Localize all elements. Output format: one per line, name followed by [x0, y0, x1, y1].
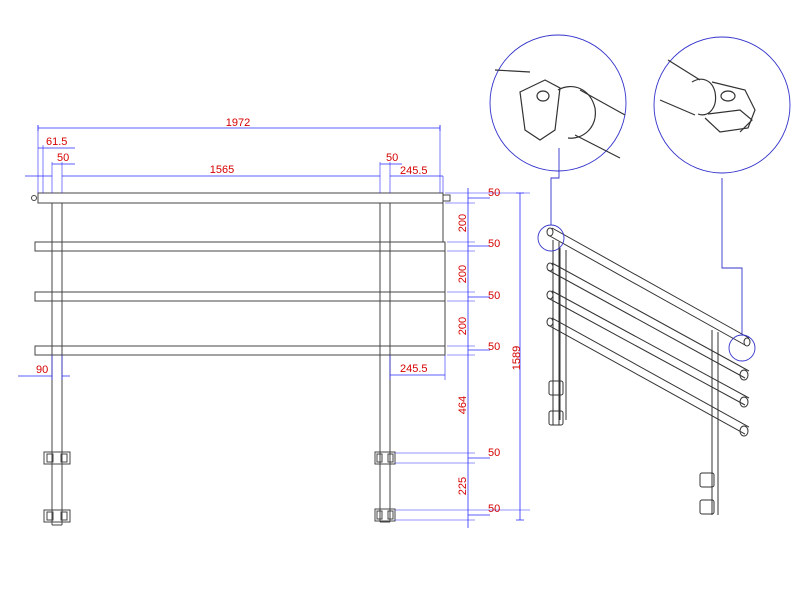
dim-clamp-gap: 225: [457, 477, 469, 495]
dim-right-overhang: 245.5: [400, 165, 428, 177]
dim-left-offset: 61.5: [46, 136, 67, 148]
iso-right-post: [711, 330, 719, 515]
middle-rail: [34, 241, 446, 252]
bottom-rail: [34, 345, 446, 356]
iso-clamps: [548, 380, 715, 515]
top-rail: [31, 192, 451, 204]
panel-opening: [61, 250, 381, 293]
isometric-view: [537, 224, 756, 515]
dim-left-post: 50: [57, 152, 69, 164]
dim-right-post: 50: [386, 152, 398, 164]
panel-opening: [61, 300, 381, 347]
detail-view-right: [653, 36, 791, 174]
panel-opening: [389, 250, 446, 293]
dim-post-lower: 464: [457, 396, 469, 414]
dim-rail-2: 50: [488, 238, 500, 250]
detail-view-left: [489, 34, 627, 172]
dimension-lines: [18, 125, 530, 528]
iso-rails: [546, 227, 751, 437]
dim-overall-height: 1589: [511, 346, 523, 370]
dim-rail-1: 50: [488, 187, 500, 199]
dim-clamp-2: 50: [488, 503, 500, 515]
dim-rail-3: 50: [488, 290, 500, 302]
dim-rail-4: 50: [488, 341, 500, 353]
middle-rail: [34, 291, 446, 302]
dim-gap-3: 200: [457, 317, 469, 335]
dim-gap-2: 200: [457, 265, 469, 283]
dim-inner-width: 1565: [210, 164, 234, 176]
dim-overall-width: 1972: [226, 117, 250, 129]
dimension-labels: 1972 61.5 50 1565 50 245.5 50 200 50 200…: [36, 117, 523, 515]
dim-lower-overhang: 245.5: [400, 363, 428, 375]
panel-opening: [389, 202, 444, 243]
clamp: [43, 451, 71, 465]
dim-clamp-1: 50: [488, 447, 500, 459]
clamp: [374, 508, 396, 522]
front-elevation: [31, 192, 451, 526]
panel-opening: [61, 202, 381, 243]
detail-marker-left: [537, 224, 565, 252]
dim-left-stub: 90: [36, 364, 48, 376]
detail-marker-right: [728, 334, 756, 362]
clamp: [374, 451, 396, 465]
clamp: [43, 509, 71, 523]
dim-gap-1: 200: [457, 214, 469, 232]
iso-left-post: [552, 240, 560, 425]
panel-opening: [389, 300, 446, 347]
